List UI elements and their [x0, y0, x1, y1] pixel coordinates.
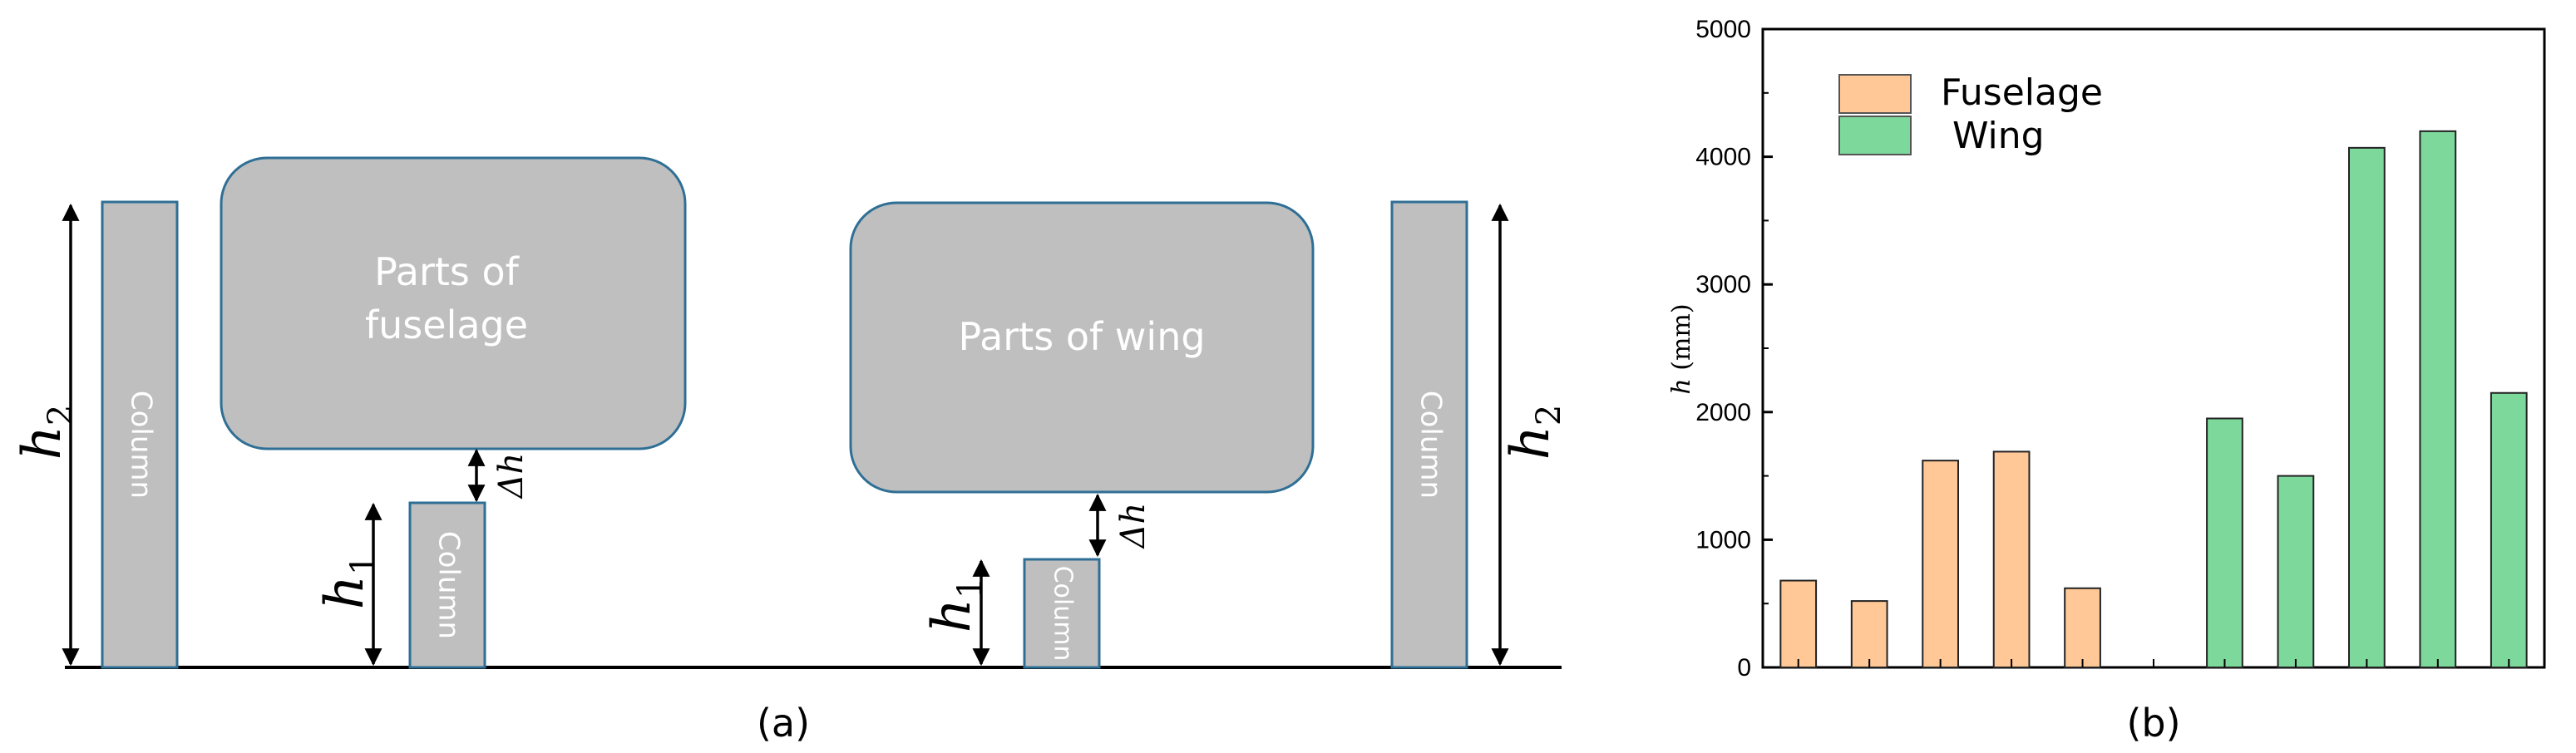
wing-short-column-label: Column: [1049, 566, 1078, 662]
y-tick-label: 4000: [1695, 144, 1751, 171]
h1-left-label: h1: [314, 554, 382, 610]
wing-bar-4: [2419, 130, 2457, 668]
y-tick-label: 0: [1737, 654, 1751, 682]
h1-right-base: h: [921, 598, 983, 632]
left-tall-column: [101, 200, 179, 669]
delta-h-right-label: Δh: [1114, 503, 1152, 550]
h2-left-sub: 2: [42, 405, 80, 426]
h1-right-label: h1: [921, 578, 989, 633]
fuselage-bar-4: [1992, 450, 2031, 669]
y-axis-label-var: h: [1667, 378, 1696, 394]
h2-right-sub: 2: [1530, 405, 1568, 426]
y-tick-label: 1000: [1695, 526, 1751, 554]
h2-left-label: h2: [12, 405, 80, 460]
wing-part: [849, 201, 1315, 494]
y-axis: 0 1000 2000 3000 4000 5000: [1695, 16, 1773, 682]
caption-b: (b): [2126, 701, 2180, 746]
legend-swatch-wing: [1838, 116, 1912, 155]
h2-right-label: h2: [1500, 405, 1568, 460]
fuselage-bar-3: [1922, 460, 1959, 669]
fuselage-bar-1: [1779, 579, 1818, 668]
fuselage-part: [220, 156, 687, 450]
wing-bar-2: [2277, 475, 2315, 668]
wing-bar-5: [2490, 391, 2528, 668]
fuselage-short-column: [408, 501, 486, 669]
legend-label-fuselage: Fuselage: [1941, 71, 2103, 114]
h2-right-base: h: [1500, 426, 1562, 460]
y-axis-label: h (mm): [1667, 303, 1696, 394]
h1-left-sub: 1: [344, 554, 382, 575]
y-tick-label: 5000: [1695, 16, 1751, 43]
fuselage-bar-2: [1850, 600, 1888, 668]
delta-h-left-label: Δh: [492, 453, 530, 500]
y-tick-label: 2000: [1695, 399, 1751, 426]
legend-label-wing: Wing: [1941, 115, 2045, 157]
legend-swatch-fuselage: [1838, 74, 1912, 114]
h2-left-base: h: [12, 426, 73, 460]
caption-a: (a): [757, 701, 810, 746]
wing-label: Parts of wing: [958, 314, 1205, 359]
y-tick-label: 3000: [1695, 271, 1751, 298]
wing-bar-3: [2348, 146, 2386, 668]
wing-short-column: [1023, 558, 1101, 669]
fuselage-label-line1: Parts of: [374, 249, 521, 294]
right-tall-column-label: Column: [1414, 391, 1448, 499]
panel-a-diagram: Column Parts of fuselage Column h2 Δh h1…: [12, 156, 1568, 746]
fuselage-short-column-label: Column: [432, 531, 466, 639]
right-tall-column: [1390, 200, 1468, 669]
left-tall-column-label: Column: [125, 391, 158, 499]
fuselage-label-line2: fuselage: [365, 303, 528, 347]
h1-left-base: h: [314, 575, 376, 609]
fuselage-bar-5: [2064, 587, 2101, 669]
wing-bar-1: [2206, 417, 2243, 668]
y-axis-label-unit: (mm): [1667, 303, 1696, 378]
h1-right-sub: 1: [951, 578, 989, 598]
panel-b-chart: 0 1000 2000 3000 4000 5000 h (mm) Fuselage Wi…: [1667, 16, 2546, 746]
bars-group: [1779, 130, 2528, 669]
legend: Fuselage Wing: [1838, 71, 2103, 157]
